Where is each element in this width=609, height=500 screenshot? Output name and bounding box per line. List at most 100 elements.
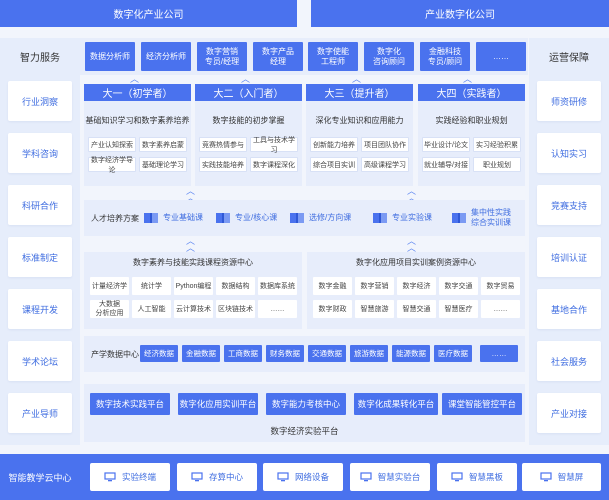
screen-icon [540, 472, 552, 482]
platform-button[interactable]: 数字技术实践平台 [90, 393, 170, 415]
right-side-item: 认知实习 [537, 133, 601, 173]
data-tag: 经济数据 [140, 345, 178, 362]
resource-right-tag-label: 数字金融 [318, 282, 347, 290]
data-center-label-text: 产学数据中心 [91, 349, 139, 359]
year-desc-label: 深化专业知识和应用能力 [315, 115, 404, 125]
left-side-item-label: 课程开发 [21, 304, 58, 315]
resource-right-tag: 数字贸易 [481, 277, 520, 295]
year-tag-label: 基础理论学习 [142, 161, 184, 169]
cloud-item[interactable]: 智慧黑板 [437, 463, 517, 491]
year-tag-label: 毕业设计/论文 [424, 141, 468, 149]
year-header-label: 大四（实践者） [436, 89, 507, 100]
year-tag-label: 就业辅导/对接 [424, 161, 468, 169]
data-tag-label: 工商数据 [228, 349, 258, 358]
role-card-label: 数字化 咨询顾问 [373, 46, 405, 66]
resource-right-tag-label: 数字贸易 [486, 282, 515, 290]
role-card-label: 金融科技 专员/顾问 [427, 46, 463, 66]
book-icon [144, 213, 158, 223]
right-side-item-label: 基地合作 [550, 304, 587, 315]
role-card: 数字使能 工程师 [308, 42, 358, 71]
year-tag: 工具与技术学习 [250, 136, 298, 154]
resource-right-tag-label: 数字交通 [444, 282, 473, 290]
left-side-item: 科研合作 [8, 185, 72, 225]
resource-left-tag: 计量经济学 [90, 277, 129, 295]
year-tag-label: 工具与技术学习 [253, 136, 295, 154]
data-tag: …… [480, 345, 518, 362]
top-banner-right-label: 产业数字化公司 [425, 10, 495, 21]
platform-button[interactable]: 课堂智能管控平台 [442, 393, 522, 415]
year-tag: 数字课程深化 [250, 157, 298, 172]
year-tag: 就业辅导/对接 [422, 157, 470, 172]
role-card: 金融科技 专员/顾问 [420, 42, 470, 71]
left-side-item-label: 标准制定 [21, 252, 58, 263]
left-side-item: 产业导师 [8, 393, 72, 433]
cloud-item[interactable]: 实验终端 [90, 463, 170, 491]
plan-item-label: 选修/方向课 [309, 213, 352, 222]
year-desc-label: 实践经验和职业规划 [435, 115, 508, 125]
platform-title-label: 数字经济实验平台 [270, 426, 339, 436]
resource-right-title-label: 数字化应用项目实训案例资源中心 [356, 257, 476, 267]
left-side-item-label: 学科咨询 [21, 148, 58, 159]
platform-button[interactable]: 数字能力考核中心 [266, 393, 346, 415]
year-tag-label: 创新能力培养 [313, 141, 355, 149]
arrow-up-icon: ︿︿ [186, 236, 196, 253]
plan-label: 人才培养方案 [91, 200, 139, 236]
resource-left-tag-label: 人工智能 [137, 305, 166, 313]
resource-left-tag-label: 计量经济学 [92, 282, 127, 290]
year-tag: 高级课程学习 [361, 157, 409, 172]
resource-left-tag-label: 数据结构 [221, 282, 250, 290]
year-desc: 深化专业知识和应用能力 [306, 114, 413, 126]
year-tag: 竞赛热情参与 [199, 137, 247, 152]
year-tag: 实践技能培养 [199, 157, 247, 172]
resource-left-tag: 统计学 [132, 277, 171, 295]
platform-button[interactable]: 数字化应用实训平台 [178, 393, 258, 415]
year-tag-label: 竞赛热情参与 [202, 141, 244, 149]
book-icon [216, 213, 230, 223]
platform-title: 数字经济实验平台 [84, 424, 525, 438]
role-card-label: 数字产品 经理 [262, 46, 294, 66]
plan-item: 专业基础课 [143, 200, 203, 236]
resource-right-tag: 数字交通 [439, 277, 478, 295]
resource-right-tag: 智慧医疗 [439, 300, 478, 318]
resource-right-tag-label: …… [493, 305, 508, 313]
plan-item: 专业/核心课 [215, 200, 277, 236]
year-tag-label: 实习经验积累 [476, 141, 518, 149]
resource-right-tag: 数字金融 [313, 277, 352, 295]
year-header-label: 大三（提升者） [324, 89, 395, 100]
role-card: …… [476, 42, 526, 71]
cloud-title-label: 智能教学云中心 [8, 472, 72, 483]
book-icon [373, 213, 387, 223]
year-header-label: 大二（入门者） [213, 89, 284, 100]
cloud-item-label: 智慧屏 [557, 472, 584, 482]
plan-item-label: 专业/核心课 [235, 213, 278, 222]
right-side-title: 运营保障 [529, 38, 609, 75]
role-card: 数字营销 专员/经理 [197, 42, 247, 71]
role-card-label: 数字使能 工程师 [317, 46, 349, 66]
right-side-item-label: 认知实习 [550, 148, 587, 159]
role-card: 数据分析师 [85, 42, 135, 71]
cloud-item[interactable]: 智慧屏 [522, 463, 601, 491]
right-side-item: 基地合作 [537, 289, 601, 329]
platform-button[interactable]: 数字化成果转化平台 [354, 393, 438, 415]
year-desc: 基础知识学习和数字素养培养 [84, 114, 191, 126]
data-tag: 旅游数据 [350, 345, 388, 362]
resource-right-tag-label: 数字财政 [318, 305, 347, 313]
top-banner-right: 产业数字化公司 [311, 0, 609, 27]
left-side-item: 行业洞察 [8, 81, 72, 121]
year-tag: 产业认知探索 [88, 137, 136, 152]
data-tag-label: 金融数据 [186, 349, 216, 358]
resource-right-tag-label: 数字经济 [402, 282, 431, 290]
book-icon [290, 213, 304, 223]
year-tag-label: 综合项目实训 [313, 161, 355, 169]
cloud-item-label: 智慧黑板 [468, 472, 503, 482]
cloud-item-label: 智慧实验台 [377, 472, 421, 482]
role-card-label: …… [493, 51, 509, 61]
resource-right-tag-label: 智慧交通 [402, 305, 431, 313]
cloud-item-label: 存算中心 [208, 472, 243, 482]
cloud-item[interactable]: 存算中心 [177, 463, 257, 491]
resource-left-tag: 区块链技术 [216, 300, 255, 318]
cloud-item[interactable]: 网络设备 [263, 463, 343, 491]
year-tag: 项目团队协作 [361, 137, 409, 152]
plan-item: 专业实验课 [372, 200, 432, 236]
cloud-item[interactable]: 智慧实验台 [350, 463, 430, 491]
